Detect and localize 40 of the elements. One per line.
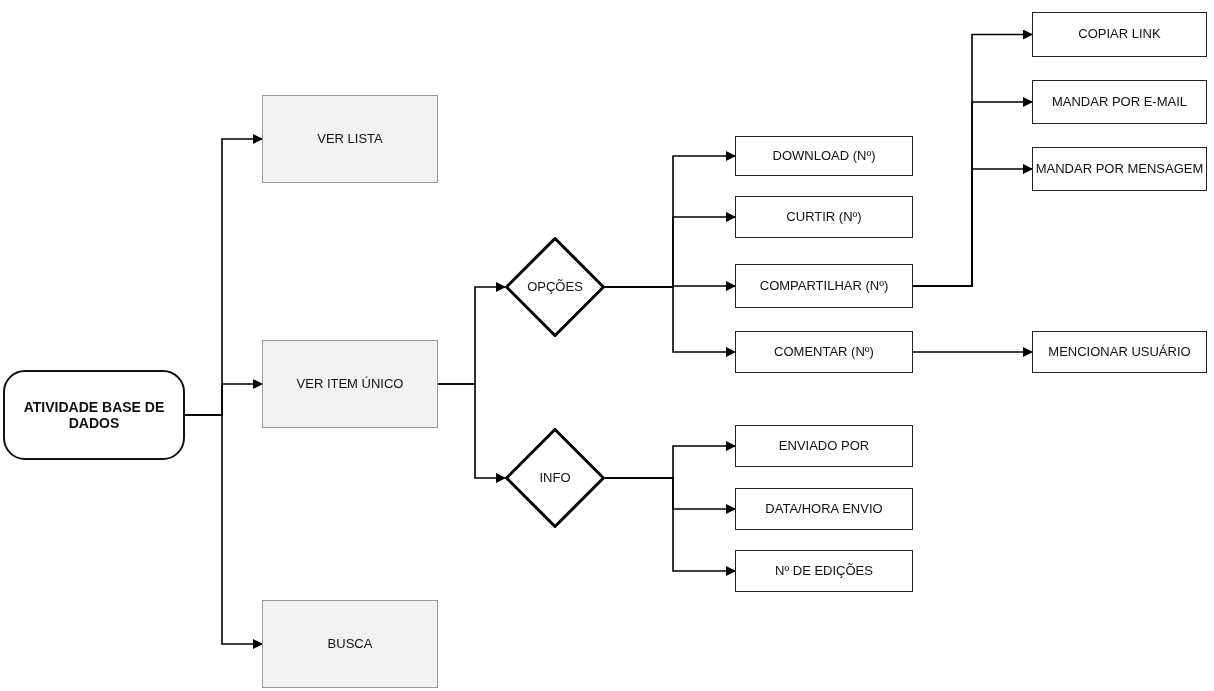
process-box (735, 425, 913, 467)
process-box (735, 488, 913, 530)
node-label: DATA/HORA ENVIO (765, 501, 883, 517)
node-label: Nº DE EDIÇÕES (775, 563, 873, 579)
node-label: INFO (539, 470, 571, 486)
process-box (735, 196, 913, 238)
node-label: VER LISTA (317, 131, 383, 147)
node-label: COMPARTILHAR (Nº) (759, 278, 889, 294)
process-box (735, 264, 913, 308)
decision-diamond (505, 428, 605, 528)
process-box (1032, 147, 1207, 191)
decision-diamond (505, 237, 605, 337)
process-box (262, 600, 438, 688)
node-label: CURTIR (Nº) (786, 209, 862, 225)
arrow (604, 477, 736, 576)
process-box (1032, 12, 1207, 57)
process-box (1032, 331, 1207, 373)
node-label: VER ITEM ÚNICO (296, 376, 404, 392)
arrow (912, 164, 1033, 287)
node-label: MENCIONAR USUÁRIO (1048, 344, 1191, 360)
process-box (262, 95, 438, 183)
arrow (437, 383, 506, 483)
node-label: COMENTAR (Nº) (774, 344, 874, 360)
start-terminal (3, 370, 185, 460)
node-label: BUSCA (327, 636, 373, 652)
node-label: MANDAR POR MENSAGEM (1035, 161, 1204, 177)
node-label: OPÇÕES (527, 279, 583, 295)
node-label: ENVIADO POR (778, 438, 870, 454)
process-box (1032, 80, 1207, 124)
arrow (184, 414, 263, 649)
process-box (735, 331, 913, 373)
process-box (735, 550, 913, 592)
process-box (735, 136, 913, 176)
process-box (262, 340, 438, 428)
node-label: COPIAR LINK (1078, 27, 1161, 42)
arrow (604, 286, 736, 357)
arrow (912, 347, 1033, 357)
node-label: ATIVIDADE BASE DE DADOS (22, 398, 166, 432)
node-label: DOWNLOAD (Nº) (772, 148, 876, 164)
node-label: MANDAR POR E-MAIL (1051, 94, 1188, 110)
